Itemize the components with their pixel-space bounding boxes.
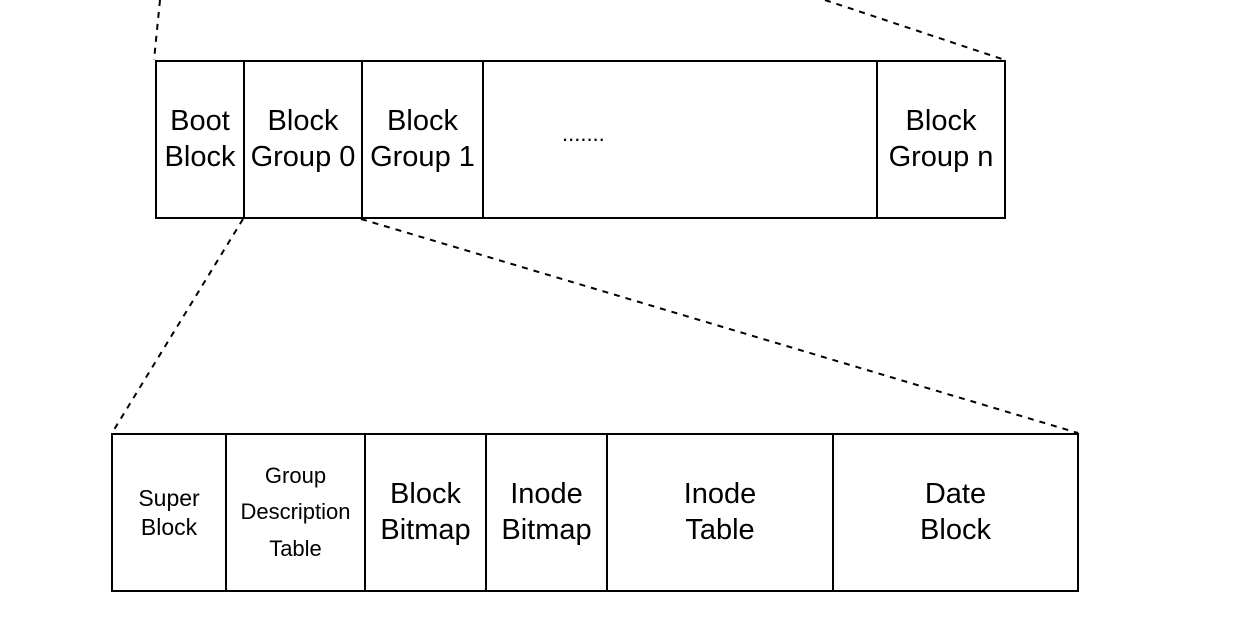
zoom-left-connector (111, 218, 244, 434)
disk-layout-row: Boot Block Block Group 0 Block Group 1 .… (155, 60, 1006, 219)
top-right-connector (824, 0, 1006, 61)
top-left-connector (153, 0, 161, 61)
inode-table-cell: Inode Table (608, 435, 834, 590)
super-block-cell: Super Block (113, 435, 227, 590)
group-description-table-cell: Group Description Table (227, 435, 366, 590)
inode-bitmap-cell: Inode Bitmap (487, 435, 608, 590)
block-group-1-cell: Block Group 1 (363, 62, 484, 217)
block-group-layout-row: Super Block Group Description Table Bloc… (111, 433, 1079, 592)
block-group-n-cell: Block Group n (888, 105, 994, 173)
block-bitmap-cell: Block Bitmap (366, 435, 487, 590)
boot-block-cell: Boot Block (157, 62, 245, 217)
ellipsis-cell: ....... (484, 62, 878, 217)
data-block-cell: Date Block (920, 478, 991, 546)
block-group-0-cell: Block Group 0 (245, 62, 363, 217)
zoom-right-connector (360, 218, 1079, 434)
